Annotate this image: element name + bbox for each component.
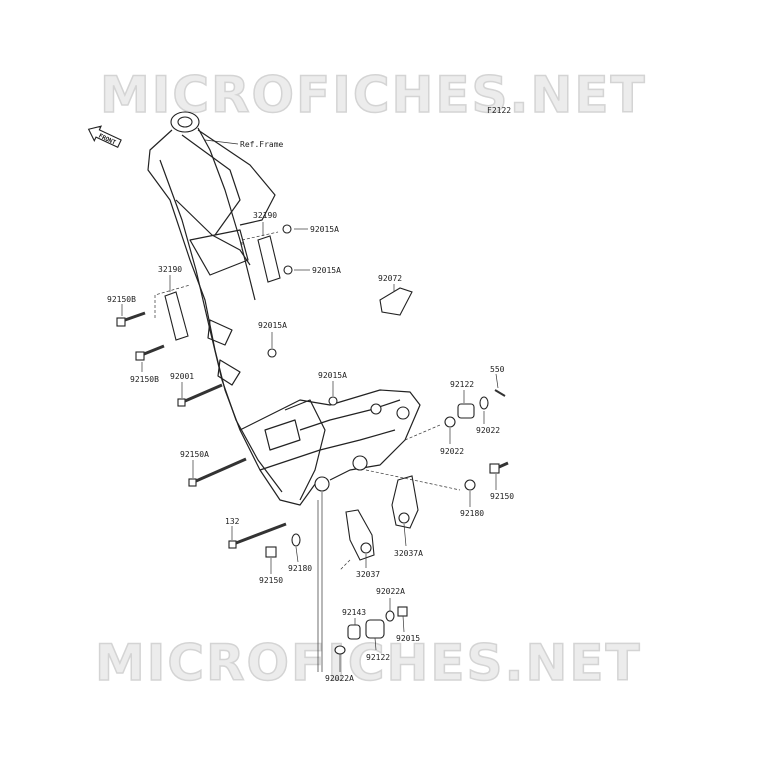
part-label[interactable]: 550 — [490, 365, 505, 374]
washer — [385, 610, 395, 622]
part-label[interactable]: 92015A — [312, 266, 341, 275]
washer — [291, 533, 301, 547]
part-label[interactable]: 92015 — [396, 634, 420, 643]
part-label[interactable]: 92122 — [366, 653, 390, 662]
part-label[interactable]: 92150 — [259, 576, 283, 585]
motorcycle-frame — [147, 111, 421, 506]
bracket-plate-lower — [164, 291, 189, 341]
part-label[interactable]: 92015A — [310, 225, 339, 234]
part-label[interactable]: 92180 — [460, 509, 484, 518]
part-label[interactable]: 32037 — [356, 570, 380, 579]
part-label[interactable]: 92022A — [325, 674, 354, 683]
part-label[interactable]: 92180 — [288, 564, 312, 573]
nut-icon — [267, 348, 277, 358]
bolt-icon — [135, 344, 165, 361]
nut-icon — [282, 224, 292, 234]
collar — [457, 403, 475, 419]
part-labels: 32190 92015A 92015A 32190 92150B 92150B … — [107, 211, 514, 683]
part-label[interactable]: 92150 — [490, 492, 514, 501]
watermark-bottom: MICROFICHES.NET — [95, 634, 642, 692]
washer — [444, 416, 456, 428]
engine-bracket-32037 — [345, 509, 375, 561]
bolt-icon — [177, 383, 223, 407]
part-label[interactable]: 92015A — [258, 321, 287, 330]
rubber-cap — [379, 287, 413, 316]
washer — [334, 645, 346, 655]
part-label[interactable]: 92150B — [107, 295, 136, 304]
part-label[interactable]: 32037A — [394, 549, 423, 558]
part-label[interactable]: 92143 — [342, 608, 366, 617]
pin-550 — [494, 389, 506, 397]
nut-92015 — [397, 606, 408, 617]
bracket-plate-upper — [257, 235, 281, 283]
part-label[interactable]: 92022 — [440, 447, 464, 456]
front-arrow-icon: FRONT — [87, 125, 122, 148]
bolt-icon — [116, 311, 146, 327]
washer — [464, 479, 476, 491]
part-label[interactable]: 92150B — [130, 375, 159, 384]
bolt-icon — [228, 522, 287, 549]
bolt-head — [265, 546, 277, 558]
part-label[interactable]: 92001 — [170, 372, 194, 381]
washer — [479, 396, 489, 410]
part-label[interactable]: 92015A — [318, 371, 347, 380]
nut-icon — [328, 396, 338, 406]
part-label[interactable]: 92022A — [376, 587, 405, 596]
bolt-icon — [489, 461, 509, 474]
ref-frame-label: Ref.Frame — [240, 140, 284, 149]
part-label[interactable]: 92072 — [378, 274, 402, 283]
part-label[interactable]: 32190 — [253, 211, 277, 220]
sleeve-92143 — [347, 624, 361, 640]
engine-bracket-32037a — [391, 475, 419, 529]
part-label[interactable]: 132 — [225, 517, 240, 526]
nut-icon — [283, 265, 293, 275]
diagram-code: F2122 — [487, 106, 511, 115]
bolt-icon — [188, 457, 247, 487]
part-label[interactable]: 32190 — [158, 265, 182, 274]
part-label[interactable]: 92122 — [450, 380, 474, 389]
part-label[interactable]: 92150A — [180, 450, 209, 459]
collar-92122 — [365, 619, 385, 639]
part-label[interactable]: 92022 — [476, 426, 500, 435]
leader-lines — [121, 222, 499, 672]
